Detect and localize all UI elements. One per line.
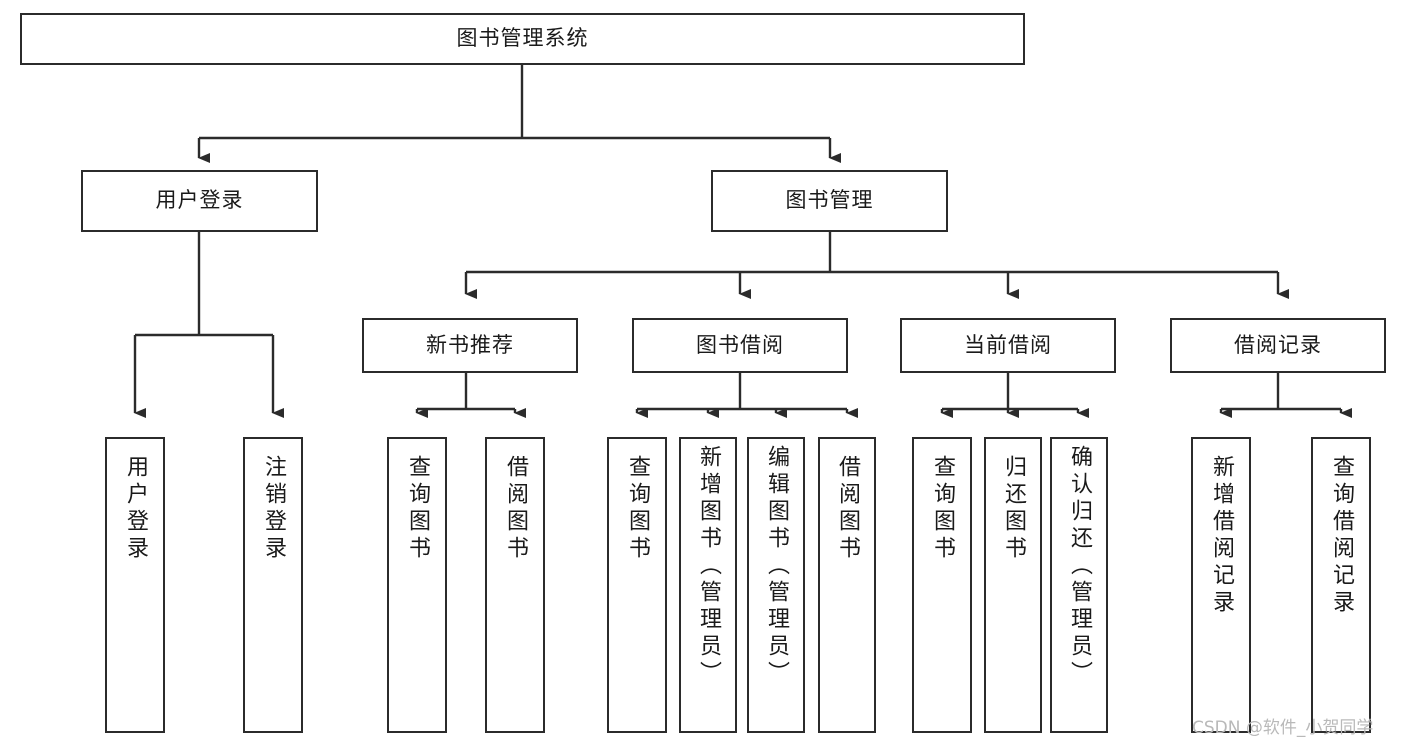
leaf-book-borrow-edit[interactable]: 编辑图书（管理员） (747, 437, 805, 733)
leaf-current-borrow-return[interactable]: 归还图书 (984, 437, 1042, 733)
node-label: 新增图书（管理员） (696, 445, 721, 688)
leaf-user-login-logout[interactable]: 注销登录 (243, 437, 303, 733)
leaf-book-borrow-borrow[interactable]: 借阅图书 (818, 437, 876, 733)
node-label: 用户登录 (123, 455, 148, 563)
node-new-book-recommend[interactable]: 新书推荐 (362, 318, 578, 373)
leaf-book-borrow-query[interactable]: 查询图书 (607, 437, 667, 733)
leaf-user-login-login[interactable]: 用户登录 (105, 437, 165, 733)
node-label: 借阅记录 (1234, 332, 1322, 357)
leaf-book-borrow-add[interactable]: 新增图书（管理员） (679, 437, 737, 733)
node-label: 图书管理系统 (456, 26, 589, 51)
node-label: 确认归还（管理员） (1067, 445, 1092, 688)
leaf-current-borrow-query[interactable]: 查询图书 (912, 437, 972, 733)
node-label: 图书借阅 (696, 332, 784, 357)
node-borrow-records[interactable]: 借阅记录 (1170, 318, 1386, 373)
leaf-new-book-borrow[interactable]: 借阅图书 (485, 437, 545, 733)
leaf-borrow-records-add[interactable]: 新增借阅记录 (1191, 437, 1251, 733)
node-label: 用户登录 (155, 188, 244, 213)
node-label: 查询图书 (625, 455, 650, 563)
node-label: 借阅图书 (503, 455, 528, 563)
node-label: 查询图书 (930, 455, 955, 563)
node-book-management[interactable]: 图书管理 (711, 170, 948, 232)
csdn-watermark: CSDN @软件_小贺同学 (1192, 718, 1374, 738)
node-label: 新增借阅记录 (1209, 455, 1234, 617)
node-label: 图书管理 (785, 188, 874, 213)
node-label: 查询图书 (405, 455, 430, 563)
node-label: 注销登录 (261, 455, 286, 563)
leaf-current-borrow-confirm-return[interactable]: 确认归还（管理员） (1050, 437, 1108, 733)
node-root-system[interactable]: 图书管理系统 (20, 13, 1025, 65)
node-book-borrow[interactable]: 图书借阅 (632, 318, 848, 373)
node-label: 归还图书 (1001, 455, 1026, 563)
node-label: 编辑图书（管理员） (764, 445, 789, 688)
node-label: 借阅图书 (835, 455, 860, 563)
node-label: 新书推荐 (426, 332, 514, 357)
leaf-new-book-query[interactable]: 查询图书 (387, 437, 447, 733)
node-label: 查询借阅记录 (1329, 455, 1354, 617)
node-label: 当前借阅 (964, 332, 1052, 357)
node-current-borrow[interactable]: 当前借阅 (900, 318, 1116, 373)
node-user-login[interactable]: 用户登录 (81, 170, 318, 232)
leaf-borrow-records-query[interactable]: 查询借阅记录 (1311, 437, 1371, 733)
